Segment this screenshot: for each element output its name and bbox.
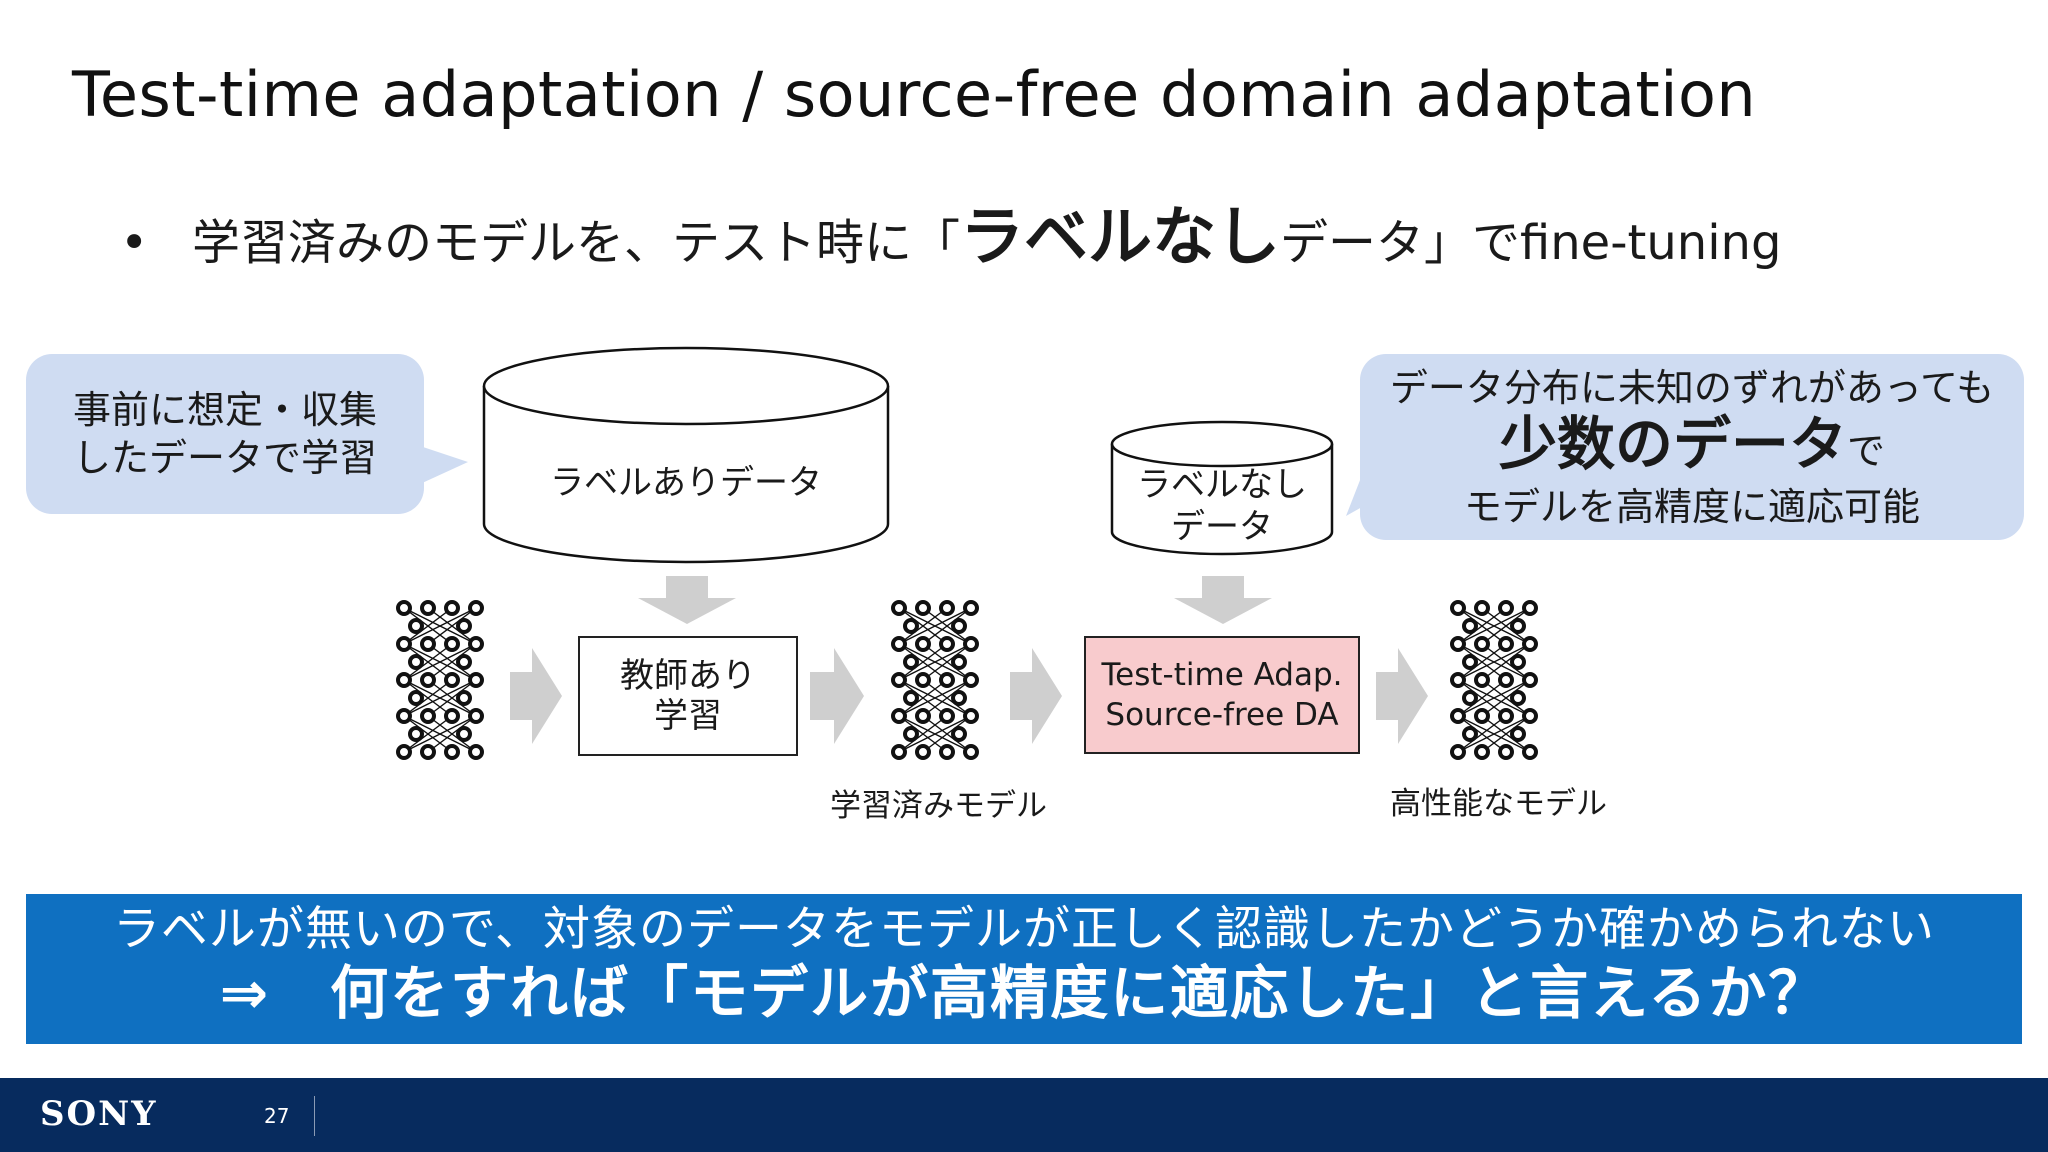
callout-left-line1: 事前に想定・収集 [72,388,377,432]
sony-logo: SONY [40,1094,158,1134]
arrow-down-icon [1174,576,1272,624]
supervised-learning-box: 教師あり 学習 [578,636,798,756]
test-time-adaptation-box: Test-time Adap. Source-free DA [1084,636,1360,754]
bullet-text-pre: 学習済みのモデルを、テスト時に「 [192,215,961,271]
page-number: 27 [264,1104,290,1128]
callout-right-line1: データ分布に未知のずれがあっても [1389,365,1995,410]
database-unlabeled-line2: データ [1171,507,1273,547]
neural-network-icon [891,600,979,760]
arrow-right-icon [1376,648,1428,744]
callout-left-line2: したデータで学習 [72,436,377,480]
arrow-right-icon [810,648,864,744]
callout-right-line3: モデルを高精度に適応可能 [1463,484,1920,529]
neural-network-icon [396,600,484,760]
database-labeled-label: ラベルありデータ [550,463,822,503]
supervised-line1: 教師あり [620,656,756,696]
slide-title: Test-time adaptation / source-free domai… [72,58,1757,131]
database-labeled-icon [482,346,890,564]
database-unlabeled-line1: ラベルなし [1137,465,1307,505]
supervised-line2: 学習 [654,696,722,736]
trained-model-caption: 学習済みモデル [830,788,1047,824]
callout-right: データ分布に未知のずれがあっても 少数のデータで モデルを高精度に適応可能 [1360,354,2024,540]
bullet-text-emphasis: ラベルなし [960,201,1281,275]
tta-line1: Test-time Adap. [1101,657,1343,693]
high-performance-model-caption: 高性能なモデル [1390,786,1607,822]
database-unlabeled-label: ラベルなし データ [1112,464,1332,548]
bullet-point: • 学習済みのモデルを、テスト時に「ラベルなしデータ」でfine-tuning [120,186,1781,278]
database-unlabeled-icon [1110,420,1334,556]
neural-network-icon [1450,600,1538,760]
arrow-down-icon [638,576,736,624]
banner-line2: ⇒ 何をすれば「モデルが高精度に適応した」と言えるか？ [219,959,1829,1027]
footer-divider [314,1096,315,1136]
conclusion-banner: ラベルが無いので、対象のデータをモデルが正しく認識したかどうか確かめられない ⇒… [26,894,2022,1044]
arrow-right-icon [1010,648,1062,744]
callout-left: 事前に想定・収集 したデータで学習 [26,354,424,514]
tta-line2: Source-free DA [1105,697,1339,733]
callout-right-tail-text: で [1847,428,1886,473]
callout-left-tail [420,446,468,484]
bullet-marker: • [120,215,149,271]
banner-line1: ラベルが無いので、対象のデータをモデルが正しく認識したかどうか確かめられない [112,902,1936,957]
arrow-right-icon [510,648,562,744]
callout-right-line2: 少数のデータで [1499,411,1885,484]
footer-bar [0,1078,2048,1152]
callout-right-emphasis: 少数のデータ [1498,409,1847,478]
bullet-text-post: データ」でfine-tuning [1280,215,1782,271]
